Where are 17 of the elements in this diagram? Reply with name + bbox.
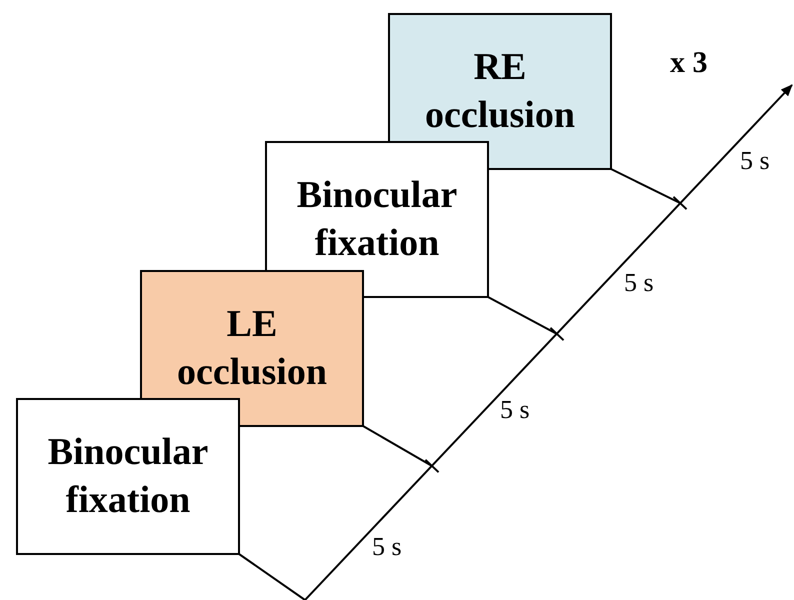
- stage-text: LE occlusion: [176, 302, 328, 394]
- duration-label: 5 s: [624, 268, 654, 298]
- duration-label: 5 s: [372, 532, 402, 562]
- repeat-label: x 3: [670, 46, 708, 80]
- leader-line: [488, 296, 558, 335]
- stage-box: [265, 141, 489, 298]
- duration-label: 5 s: [740, 146, 770, 176]
- stage-box: [16, 398, 240, 555]
- leader-line: [362, 425, 432, 467]
- stage-box: [388, 13, 612, 170]
- duration-label: 5 s: [500, 395, 530, 425]
- stage-text: Binocular fixation: [296, 173, 458, 266]
- stage-text: RE occlusion: [424, 45, 576, 138]
- leader-line: [610, 168, 680, 204]
- stage-box: [140, 270, 364, 427]
- stage-text: Binocular fixation: [46, 430, 210, 522]
- leader-line: [238, 553, 306, 600]
